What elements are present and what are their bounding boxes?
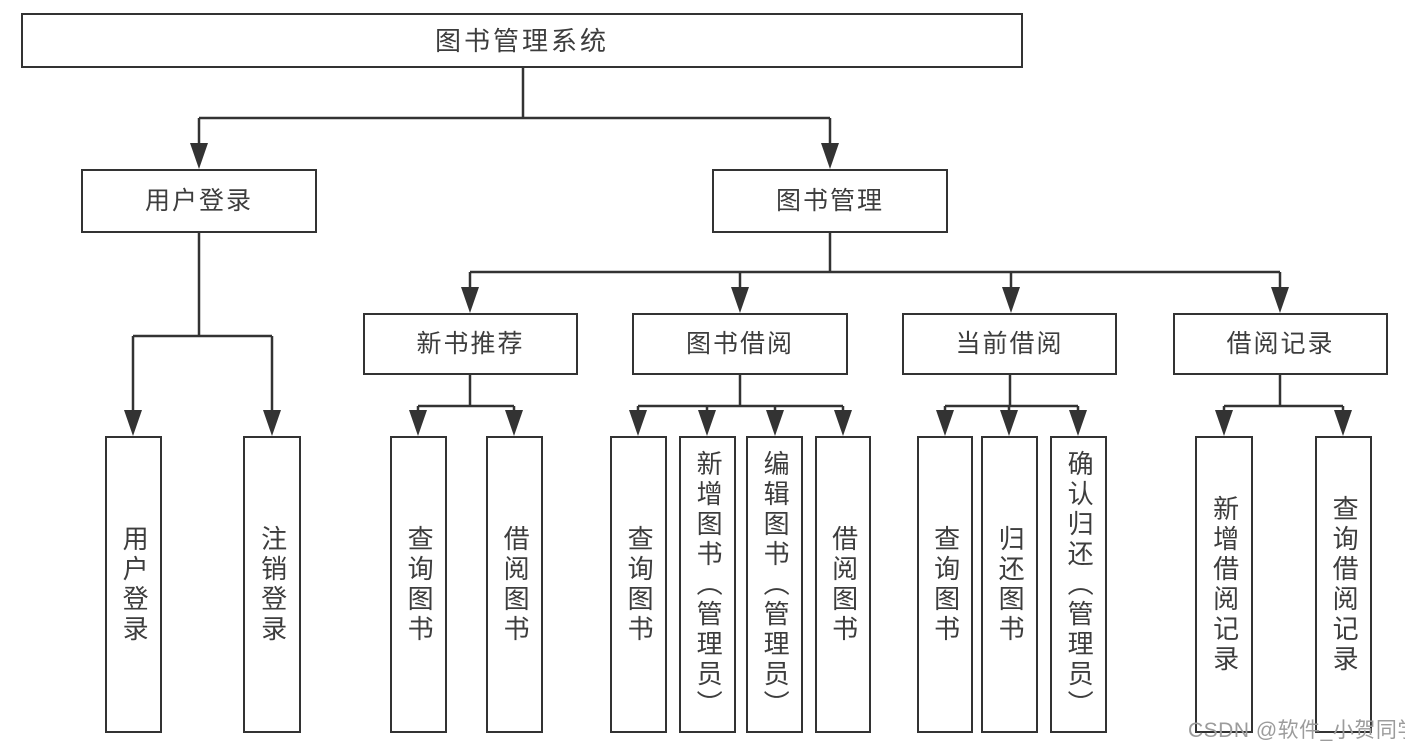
arrow-down-icon	[821, 143, 839, 169]
arrow-down-icon	[766, 410, 784, 436]
node-label: 注销登录	[257, 524, 288, 645]
arrow-down-icon	[834, 410, 852, 436]
node-label: 用户登录	[144, 186, 253, 215]
node-user-login: 用户登录	[81, 169, 317, 233]
node-label: 查询图书	[404, 524, 435, 645]
node-label: 图书借阅	[685, 329, 794, 358]
leaf-query-books-borrowing: 查询图书	[610, 436, 667, 733]
node-label: 图书管理	[775, 186, 884, 215]
node-label: 新增图书（管理员）	[693, 449, 724, 720]
node-label: 查询图书	[624, 524, 655, 645]
arrow-down-icon	[1000, 410, 1018, 436]
node-label: 归还图书	[995, 524, 1026, 645]
node-label: 借阅记录	[1226, 329, 1335, 358]
arrow-down-icon	[698, 410, 716, 436]
arrowhead-icons	[124, 143, 1352, 436]
arrow-down-icon	[409, 410, 427, 436]
arrow-down-icon	[936, 410, 954, 436]
leaf-return-books: 归还图书	[981, 436, 1038, 733]
arrow-down-icon	[263, 410, 281, 436]
arrow-down-icon	[1215, 410, 1233, 436]
arrow-down-icon	[505, 410, 523, 436]
node-book-borrowing: 图书借阅	[632, 313, 848, 375]
leaf-user-login: 用户登录	[105, 436, 162, 733]
node-label: 借阅图书	[828, 524, 859, 645]
node-new-book-recommendation: 新书推荐	[363, 313, 578, 375]
leaf-confirm-return-admin: 确认归还（管理员）	[1050, 436, 1107, 733]
node-library-management-system: 图书管理系统	[21, 13, 1023, 68]
arrow-down-icon	[190, 143, 208, 169]
leaf-query-books-current: 查询图书	[917, 436, 973, 733]
leaf-logout: 注销登录	[243, 436, 301, 733]
arrow-down-icon	[629, 410, 647, 436]
arrow-down-icon	[1069, 410, 1087, 436]
leaf-add-books-admin: 新增图书（管理员）	[679, 436, 736, 733]
arrow-down-icon	[731, 287, 749, 313]
node-label: 用户登录	[119, 524, 150, 645]
arrow-down-icon	[461, 287, 479, 313]
node-label: 新书推荐	[416, 329, 525, 358]
leaf-query-books-recommend: 查询图书	[390, 436, 447, 733]
node-label: 图书管理系统	[434, 25, 609, 56]
csdn-watermark: CSDN @软件_小贺同学	[1188, 719, 1405, 742]
node-book-management: 图书管理	[712, 169, 948, 233]
leaf-query-borrow-record: 查询借阅记录	[1315, 436, 1372, 733]
node-label: 查询借阅记录	[1329, 494, 1360, 675]
arrow-down-icon	[1002, 287, 1020, 313]
node-label: 编辑图书（管理员）	[760, 449, 791, 720]
arrow-down-icon	[1271, 287, 1289, 313]
node-label: 确认归还（管理员）	[1064, 449, 1095, 720]
arrow-down-icon	[124, 410, 142, 436]
node-label: 借阅图书	[500, 524, 531, 645]
leaf-borrow-books: 借阅图书	[815, 436, 871, 733]
node-label: 当前借阅	[955, 329, 1064, 358]
leaf-add-borrow-record: 新增借阅记录	[1195, 436, 1253, 733]
leaf-borrow-books-recommend: 借阅图书	[486, 436, 543, 733]
node-label: 查询图书	[930, 524, 961, 645]
node-borrowing-records: 借阅记录	[1173, 313, 1388, 375]
leaf-edit-books-admin: 编辑图书（管理员）	[746, 436, 803, 733]
arrow-down-icon	[1334, 410, 1352, 436]
node-label: 新增借阅记录	[1209, 494, 1240, 675]
node-current-borrowing: 当前借阅	[902, 313, 1117, 375]
